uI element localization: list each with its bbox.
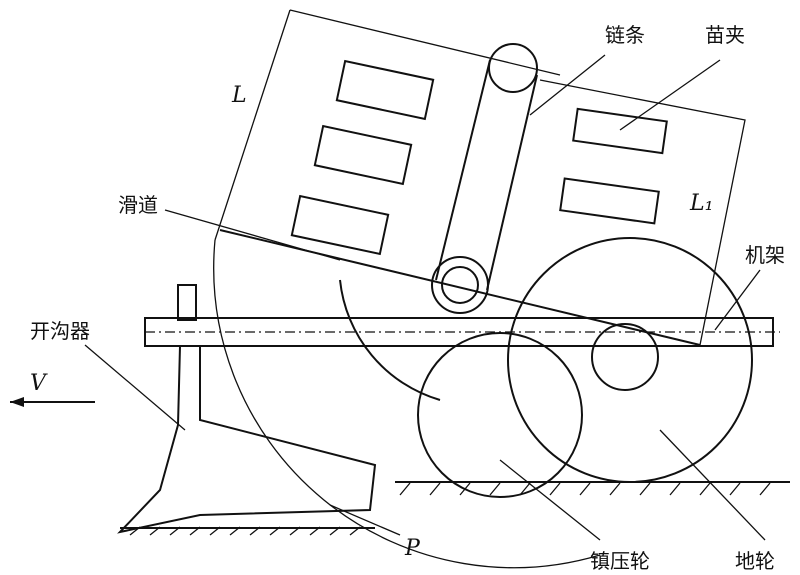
label-length-l: L — [231, 83, 247, 108]
label-slide-track: 滑道 — [118, 193, 158, 217]
furrow-opener — [117, 284, 377, 534]
chain-drive — [431, 43, 538, 314]
label-length-l1: L₁ — [689, 191, 713, 216]
ground-wheel — [507, 237, 753, 483]
label-point-p: P — [404, 536, 421, 561]
label-seedling-clamp: 苗夹 — [705, 23, 745, 47]
label-chain: 链条 — [605, 23, 645, 47]
planting-frame — [214, 9, 746, 346]
label-press-wheel: 镇压轮 — [590, 549, 650, 573]
label-furrow-opener: 开沟器 — [30, 319, 90, 343]
press-wheel — [417, 332, 583, 498]
leader-lines — [84, 54, 766, 541]
label-velocity: V — [30, 371, 48, 396]
label-frame: 机架 — [745, 243, 785, 267]
planting-disc-outline — [213, 239, 601, 569]
label-ground-wheel: 地轮 — [735, 549, 775, 573]
ground-hatch — [120, 481, 790, 536]
